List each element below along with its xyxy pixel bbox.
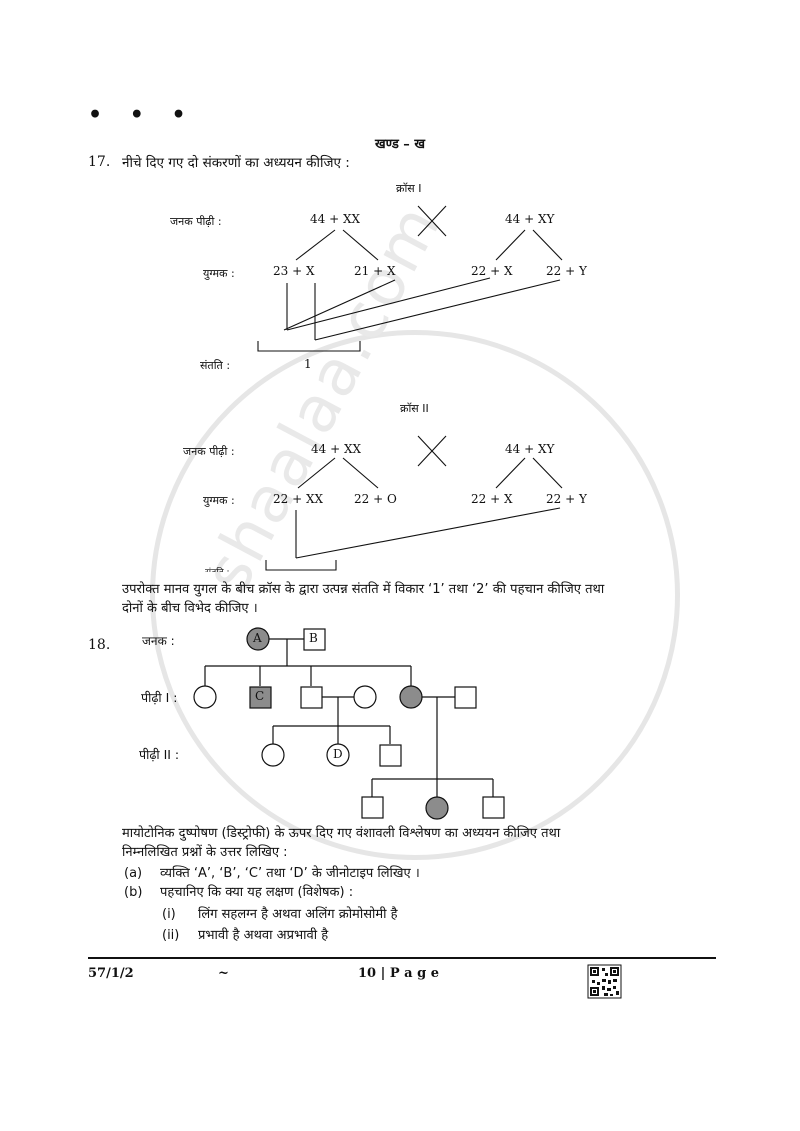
gen1-female-1 (193, 685, 217, 709)
gen2-affected-female (425, 796, 449, 820)
section-title: खण्ड – ख (375, 137, 425, 152)
individual-d-female (326, 743, 350, 767)
individual-a-label: A (253, 631, 262, 645)
pedigree-chart (193, 627, 505, 820)
watermark-circle (150, 330, 680, 860)
cross2-male-branch-right (532, 457, 563, 489)
q17-question-line1: उपरोक्त मानव युगल के बीच क्रॉस के द्वारा… (122, 582, 605, 597)
cross2-gamete-3: 22 + X (471, 492, 513, 506)
cross1-egg1-to-sperm-x (286, 277, 491, 331)
footer-tilde: ~ (218, 966, 229, 981)
q18-number: 18. (88, 637, 111, 653)
gen1-spouse-male (454, 686, 477, 709)
cross1-female-branch-right (342, 229, 379, 261)
q18-part-a-text: व्यक्ति ‘A’, ‘B’, ‘C’ तथा ‘D’ के जीनोटाइ… (160, 866, 420, 881)
q17-prompt: नीचे दिए गए दो संकरणों का अध्ययन कीजिए : (122, 155, 350, 171)
q18-part-b-label: (b) (124, 885, 143, 900)
cross1-parent-label: जनक पीढ़ी : (170, 215, 222, 228)
cross2-female-branch-right (342, 457, 379, 489)
gen2-female-1 (261, 743, 285, 767)
q18-subpart-i-text: लिंग सहलग्न है अथवा अलिंग क्रोमोसोमी है (198, 907, 398, 922)
pedigree-gen1-label: पीढ़ी I : (141, 690, 178, 705)
pedigree-parents-label: जनक : (142, 634, 175, 648)
cross2-male-branch-left (495, 457, 526, 489)
q18-intro-line2: निम्नलिखित प्रश्नों के उत्तर लिखिए : (122, 845, 288, 860)
gen2-male-3 (482, 796, 505, 819)
gen1-male-2 (300, 686, 323, 709)
cross1-egg1-to-sperm-y (314, 279, 561, 341)
gen2-male-1 (379, 744, 402, 767)
cross1-male-branch-right (532, 229, 563, 261)
page-number: 10 | P a g e (358, 966, 440, 981)
gen1-affected-female (399, 685, 423, 709)
cross2-parent-label: जनक पीढ़ी : (183, 445, 235, 458)
individual-b-label: B (309, 631, 318, 645)
cross1-offspring-label: संतति : (200, 359, 231, 372)
individual-c-label: C (255, 689, 265, 703)
individual-d-label: D (333, 747, 343, 761)
cross1-x-mark-b (417, 205, 447, 237)
individual-c-affected-male (249, 686, 272, 709)
cross1-egg2-line (283, 279, 396, 331)
cross1-gamete-3: 22 + X (471, 264, 513, 278)
cross1-gamete-2: 21 + X (354, 264, 396, 278)
cross1-parent-male: 44 + XY (505, 212, 555, 226)
cross1-parent-female: 44 + XX (310, 212, 361, 226)
cross2-offspring-bracket (265, 560, 337, 571)
cross2-parent-female: 44 + XX (311, 442, 362, 456)
gen2-male-2 (361, 796, 384, 819)
q17-number: 17. (88, 154, 111, 170)
cross2-x-mark-b (417, 435, 447, 467)
cross2-parent-male: 44 + XY (505, 442, 555, 456)
cross2-offspring-label: संतति : (205, 565, 230, 572)
gen1-spouse-female (353, 685, 377, 709)
cross1-gamete-label: युग्मक : (203, 267, 235, 280)
cross1-gamete-4: 22 + Y (546, 264, 587, 278)
cross2-gamete-1: 22 + XX (273, 492, 324, 506)
q18-subpart-i-label: (i) (162, 907, 176, 922)
ellipsis-dots: • • • (88, 102, 196, 128)
q18-subpart-ii-text: प्रभावी है अथवा अप्रभावी है (198, 928, 329, 943)
cross1-female-branch-left (295, 229, 336, 261)
q18-part-a-label: (a) (124, 866, 143, 881)
paper-code: 57/1/2 (88, 966, 134, 981)
cross2-egg-to-sperm (295, 507, 561, 559)
cross1-offspring-mark: 1 (304, 357, 312, 371)
cross1-title: क्रॉस I (396, 182, 422, 195)
q17-question-line2: दोनों के बीच विभेद कीजिए । (122, 601, 258, 616)
cross1-male-branch-left (495, 229, 526, 261)
footer-rule (88, 957, 716, 959)
cross1-gamete-1: 23 + X (273, 264, 315, 278)
cross2-gamete-label: युग्मक : (203, 494, 235, 507)
q18-part-b-text: पहचानिए कि क्या यह लक्षण (विशेषक) : (160, 885, 354, 900)
pedigree-gen2-label: पीढ़ी II : (139, 747, 180, 762)
cross2-gamete-2: 22 + O (354, 492, 397, 506)
cross2-title: क्रॉस II (400, 402, 429, 415)
q18-subpart-ii-label: (ii) (162, 928, 180, 943)
cross2-gamete-4: 22 + Y (546, 492, 587, 506)
cross1-offspring-bracket (257, 341, 361, 352)
cross2-female-branch-left (297, 457, 336, 489)
q18-intro-line1: मायोटोनिक दुष्पोषण (डिस्ट्रोफी) के ऊपर द… (122, 826, 561, 841)
